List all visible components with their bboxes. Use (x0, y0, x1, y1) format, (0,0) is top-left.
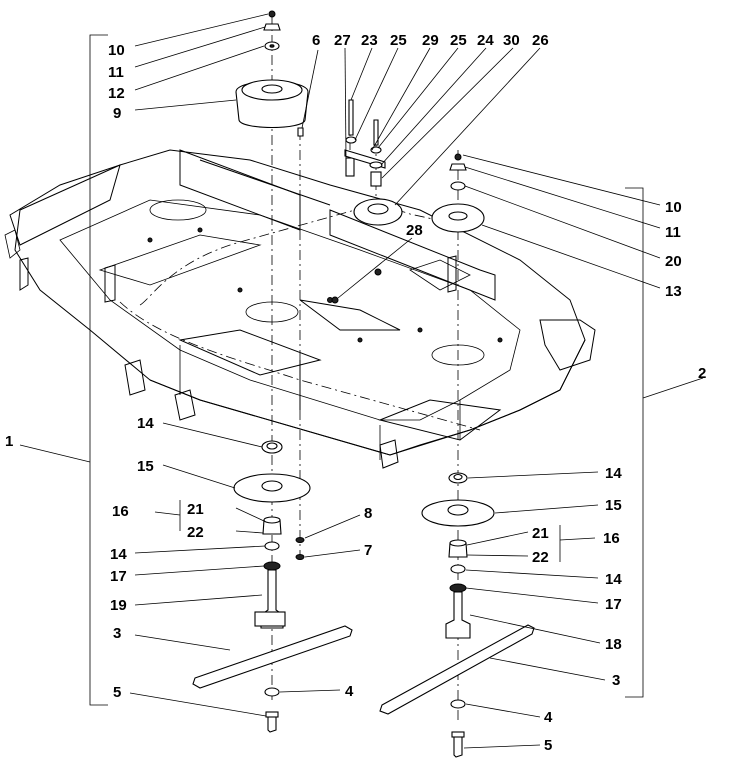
callout-17-right: 17 (605, 596, 622, 613)
callout-15-right: 15 (605, 497, 622, 514)
callout-5-left: 5 (113, 684, 121, 701)
callout-20: 20 (665, 253, 682, 270)
callout-18: 18 (605, 636, 622, 653)
callout-16-right: 16 (603, 530, 620, 547)
mower-deck (4, 149, 596, 469)
callout-22-left: 22 (187, 524, 204, 541)
callout-8: 8 (364, 505, 372, 522)
callout-6: 6 (312, 32, 320, 49)
callout-14-b: 14 (110, 546, 127, 563)
leader-lines (129, 13, 661, 749)
callout-30: 30 (503, 32, 520, 49)
callout-21-left: 21 (187, 501, 204, 518)
callout-29: 29 (422, 32, 439, 49)
callout-3-right: 3 (612, 672, 620, 689)
callout-14-d: 14 (605, 571, 622, 588)
callout-22-right: 22 (532, 549, 549, 566)
right-spindle-parts (379, 153, 535, 758)
callout-11-left: 11 (108, 64, 124, 81)
callout-19: 19 (110, 597, 127, 614)
idler-parts (295, 99, 403, 560)
callout-15-left: 15 (137, 458, 154, 475)
callout-9: 9 (113, 105, 121, 122)
callout-25-a: 25 (390, 32, 407, 49)
callout-14-a: 14 (137, 415, 154, 432)
callout-26: 26 (532, 32, 549, 49)
callout-24: 24 (477, 32, 494, 49)
assembly-brackets (19, 34, 704, 706)
callout-21-right: 21 (532, 525, 549, 542)
callout-14-c: 14 (605, 465, 622, 482)
callout-4-right: 4 (544, 709, 553, 726)
callout-10-right: 10 (665, 199, 682, 216)
callout-3-left: 3 (113, 625, 121, 642)
callout-1: 1 (5, 433, 13, 450)
callout-10-left: 10 (108, 42, 125, 59)
callout-13: 13 (665, 283, 682, 300)
callout-23: 23 (361, 32, 378, 49)
callout-28: 28 (406, 222, 423, 239)
callout-11-right: 11 (665, 224, 681, 241)
callout-5-right: 5 (544, 737, 552, 754)
callout-27: 27 (334, 32, 351, 49)
callout-17-left: 17 (110, 568, 127, 585)
callout-2: 2 (698, 365, 706, 382)
callout-12: 12 (108, 85, 125, 102)
callout-4-left: 4 (345, 683, 354, 700)
callout-labels: 10 11 12 9 6 27 23 25 29 25 24 30 26 28 … (5, 32, 706, 754)
callout-16-left: 16 (112, 503, 129, 520)
callout-7: 7 (364, 542, 372, 559)
callout-25-b: 25 (450, 32, 467, 49)
